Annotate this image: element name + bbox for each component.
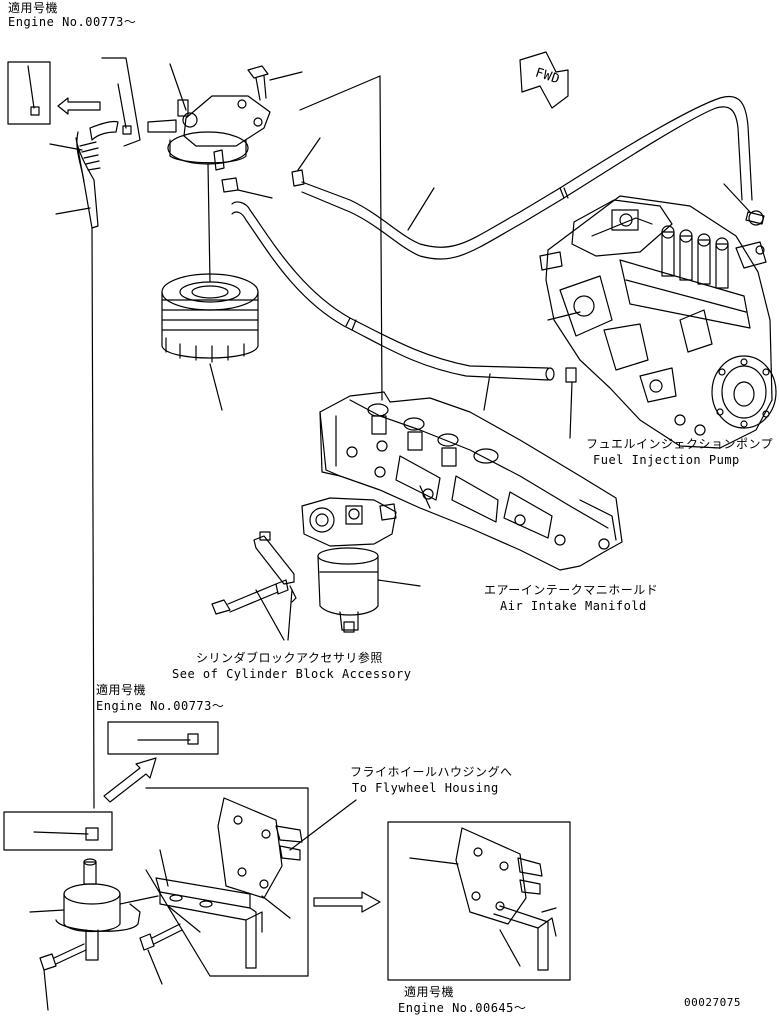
fuel-filter-head xyxy=(147,63,271,283)
applicable-label-middle-jp: 適用号機 xyxy=(96,683,147,697)
inset-bottom-right xyxy=(387,821,571,981)
pump-bracket xyxy=(139,787,357,985)
check-valve-icon xyxy=(85,827,99,841)
applicable-label-bottom-jp: 適用号機 xyxy=(404,985,455,999)
air-intake-manifold xyxy=(319,391,623,571)
electric-fuel-pump xyxy=(29,858,159,1011)
hose-clamps xyxy=(221,137,765,226)
engine-number-middle: Engine No.00773～ xyxy=(96,699,225,713)
applicable-label-top-jp: 適用号機 xyxy=(8,1,59,15)
fuel-injection-pump xyxy=(539,195,777,449)
inset-valve-detail xyxy=(101,57,141,147)
bolt-top-icon xyxy=(247,65,303,101)
fuel-return-pipe xyxy=(301,95,753,260)
air-manifold-label-en: Air Intake Manifold xyxy=(500,599,647,613)
reference-line xyxy=(379,75,383,401)
inset-top-left xyxy=(7,61,101,125)
drawing-number: 00027075 xyxy=(684,996,741,1009)
air-manifold-label-jp: エアーインテークマニホールド xyxy=(484,583,659,597)
cylinder-ref-label-en: See of Cylinder Block Accessory xyxy=(172,667,412,681)
engine-number-bottom: Engine No.00645～ xyxy=(398,1001,527,1015)
flywheel-label-jp: フライホイールハウジングへ xyxy=(350,765,513,779)
fuel-hose-left xyxy=(49,120,119,809)
fuel-pump-label-jp: フュエルインジェクションポンプ xyxy=(586,437,774,451)
arrow-left-icon xyxy=(57,97,101,115)
engine-number-top: Engine No.00773～ xyxy=(8,15,137,29)
inset-bottom-left xyxy=(3,811,113,851)
arrow-right-icon xyxy=(313,891,381,913)
check-valve-icon xyxy=(187,733,199,745)
check-valve-icon xyxy=(30,106,40,116)
fuel-pump-label-en: Fuel Injection Pump xyxy=(593,453,740,467)
filter-cartridge xyxy=(161,273,259,411)
water-separator xyxy=(301,497,421,633)
flywheel-label-en: To Flywheel Housing xyxy=(352,781,499,795)
fwd-arrow xyxy=(519,51,569,109)
separator-bracket xyxy=(211,531,297,641)
arrow-up-right-icon xyxy=(103,757,157,803)
inset-middle xyxy=(103,721,219,803)
fuel-feed-pipe xyxy=(231,201,577,439)
cylinder-ref-label-jp: シリンダブロックアクセサリ参照 xyxy=(196,651,383,665)
